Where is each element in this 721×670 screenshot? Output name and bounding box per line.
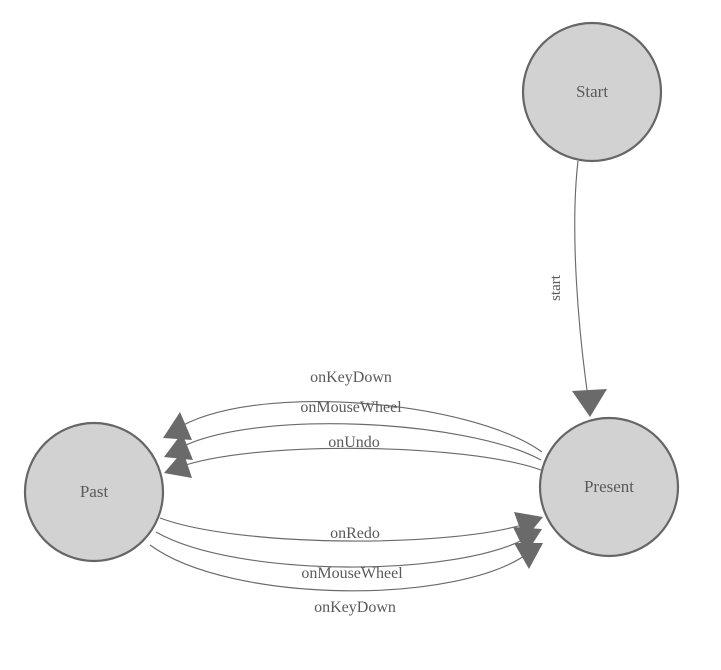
edge-start-present[interactable] bbox=[572, 160, 607, 417]
node-present-circle[interactable] bbox=[538, 416, 680, 558]
edge-label-present-past-onkeydown: onKeyDown bbox=[310, 369, 392, 386]
edge-arrowhead-present-past-onkeydown bbox=[163, 412, 192, 440]
edge-arrowhead-past-present-onkeydown bbox=[514, 543, 543, 569]
edge-path-start-present bbox=[574, 160, 590, 405]
edge-label-start: start bbox=[548, 274, 564, 301]
node-start[interactable]: Start bbox=[521, 21, 663, 163]
edge-past-present-onkeydown[interactable] bbox=[149, 543, 543, 592]
node-past[interactable]: Past bbox=[23, 421, 165, 563]
edge-label-past-present-onmousewheel: onMouseWheel bbox=[301, 565, 403, 582]
edge-path-past-present-onkeydown bbox=[149, 544, 532, 592]
edge-arrowhead-past-present-onmousewheel bbox=[513, 527, 542, 554]
node-start-circle[interactable] bbox=[521, 21, 663, 163]
edge-path-present-past-onundo bbox=[176, 447, 542, 471]
edge-present-past-onmousewheel[interactable] bbox=[164, 423, 542, 461]
node-past-circle[interactable] bbox=[23, 421, 165, 563]
edge-label-layer: start onKeyDown onMouseWheel onUndo onRe… bbox=[300, 274, 564, 616]
node-present-label: Present bbox=[584, 477, 634, 496]
edge-label-past-present-onredo: onRedo bbox=[330, 525, 380, 542]
edge-past-present-onmousewheel[interactable] bbox=[155, 527, 542, 568]
edge-present-past-onundo[interactable] bbox=[164, 447, 542, 478]
edge-arrowhead-start-present bbox=[572, 389, 607, 417]
node-past-label: Past bbox=[80, 482, 109, 501]
edge-path-present-past-onkeydown bbox=[174, 401, 543, 453]
edge-label-present-past-onundo: onUndo bbox=[328, 434, 380, 451]
edge-layer bbox=[149, 160, 607, 592]
edge-arrowhead-present-past-onundo bbox=[164, 451, 192, 478]
node-present[interactable]: Present bbox=[538, 416, 680, 558]
edge-present-past-onkeydown[interactable] bbox=[163, 401, 543, 453]
edge-path-past-present-onredo bbox=[159, 517, 532, 542]
edge-arrowhead-present-past-onmousewheel bbox=[164, 433, 193, 460]
edge-label-present-past-onmousewheel: onMouseWheel bbox=[300, 399, 402, 416]
edge-label-past-present-onkeydown: onKeyDown bbox=[314, 599, 396, 616]
node-start-label: Start bbox=[576, 82, 608, 101]
edge-path-present-past-onmousewheel bbox=[175, 423, 542, 461]
edge-arrowhead-past-present-onredo bbox=[514, 512, 543, 540]
edge-past-present-onredo[interactable] bbox=[159, 512, 543, 542]
edge-path-past-present-onmousewheel bbox=[155, 531, 531, 568]
node-layer: Start Past Present bbox=[23, 21, 680, 563]
